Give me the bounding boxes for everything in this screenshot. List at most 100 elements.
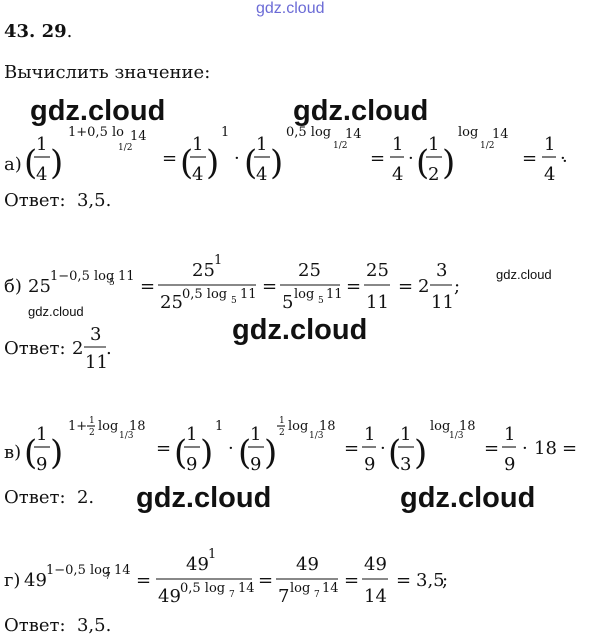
svg-text:1: 1 — [89, 416, 95, 426]
svg-text:·: · — [380, 438, 386, 459]
svg-text:25: 25 — [160, 292, 183, 313]
svg-text:=: = — [396, 570, 411, 591]
svg-text:11: 11 — [240, 287, 257, 302]
svg-text:7: 7 — [314, 590, 320, 600]
watermark: gdz.cloud — [293, 95, 429, 127]
svg-text:49: 49 — [186, 554, 209, 575]
svg-text:1: 1 — [214, 253, 222, 268]
svg-text:4: 4 — [36, 164, 47, 185]
svg-text:14: 14 — [238, 581, 255, 596]
part-letter-a: а) — [4, 154, 22, 175]
svg-text:): ) — [200, 433, 213, 473]
svg-text:1: 1 — [208, 547, 216, 562]
svg-text:11: 11 — [366, 292, 389, 313]
svg-text:25: 25 — [192, 260, 215, 281]
svg-text:log: log — [458, 125, 478, 140]
svg-text:1: 1 — [221, 125, 229, 140]
svg-text:1: 1 — [392, 134, 403, 155]
svg-text:): ) — [206, 143, 219, 183]
svg-text:18: 18 — [459, 419, 476, 434]
svg-text:(: ( — [180, 143, 193, 183]
svg-text:=: = — [522, 148, 537, 169]
answer-v: Ответ: 2. — [4, 487, 95, 508]
svg-text:11: 11 — [118, 269, 135, 284]
svg-text:1/3: 1/3 — [119, 431, 134, 441]
svg-text:1: 1 — [544, 134, 555, 155]
svg-text:14: 14 — [345, 127, 362, 142]
svg-text:·: · — [522, 438, 528, 459]
svg-text:49: 49 — [364, 554, 387, 575]
svg-text:3: 3 — [436, 260, 447, 281]
svg-text:;: ; — [442, 570, 448, 591]
svg-text:1/3: 1/3 — [309, 431, 324, 441]
svg-text:1: 1 — [36, 424, 47, 445]
part-letter-g: г) — [4, 570, 20, 591]
svg-text:5: 5 — [318, 296, 324, 306]
svg-text:=: = — [344, 570, 359, 591]
svg-text:0,5 log: 0,5 log — [180, 581, 225, 596]
svg-text:1: 1 — [279, 416, 285, 426]
svg-text:1+0,5 lo: 1+0,5 lo — [68, 125, 124, 140]
svg-text:2: 2 — [418, 276, 429, 297]
svg-text:log: log — [290, 581, 310, 596]
answer-a: Ответ: 3,5. — [4, 190, 112, 211]
svg-text:11: 11 — [326, 287, 343, 302]
svg-text:(: ( — [244, 143, 257, 183]
equation-a-tail-group: · — [0, 118, 589, 213]
svg-text:=: = — [136, 570, 151, 591]
svg-text:=: = — [140, 276, 155, 297]
svg-text:1: 1 — [186, 424, 197, 445]
svg-text:25: 25 — [28, 276, 51, 297]
equation-v: в) ( 1 9 ) 1+ 1 2 log 1/3 18 = ( 1 9 ) 1… — [0, 412, 589, 487]
watermark: gdz.cloud — [496, 267, 552, 282]
watermark: gdz.cloud — [400, 482, 536, 514]
svg-text:(: ( — [238, 433, 251, 473]
answer-b: Ответ: 2 3 11 . — [0, 320, 140, 381]
svg-text:(: ( — [174, 433, 187, 473]
svg-text:=: = — [162, 148, 177, 169]
svg-text:1: 1 — [504, 424, 515, 445]
svg-text:(: ( — [388, 433, 401, 473]
svg-text:log: log — [430, 419, 450, 434]
svg-text:1: 1 — [250, 424, 261, 445]
svg-text:4: 4 — [256, 164, 267, 185]
svg-text:(: ( — [416, 143, 429, 183]
svg-text:14: 14 — [130, 129, 147, 144]
svg-text:4: 4 — [544, 164, 555, 185]
svg-text:49: 49 — [158, 586, 181, 607]
svg-text:3: 3 — [400, 454, 411, 475]
answer-label: Ответ: — [4, 190, 66, 211]
svg-text:5: 5 — [282, 292, 293, 313]
svg-text:25: 25 — [298, 260, 321, 281]
svg-text:): ) — [270, 143, 283, 183]
svg-text:1/2: 1/2 — [118, 143, 132, 153]
svg-text:=: = — [346, 276, 361, 297]
svg-text:.: . — [106, 338, 112, 359]
watermark: gdz.cloud — [136, 482, 272, 514]
svg-text:;: ; — [454, 276, 460, 297]
svg-text:1: 1 — [364, 424, 375, 445]
svg-text:9: 9 — [186, 454, 197, 475]
svg-text:): ) — [414, 433, 427, 473]
svg-text:14: 14 — [364, 586, 387, 607]
svg-text:11: 11 — [85, 352, 108, 373]
answer-g: Ответ: 3,5. — [4, 615, 112, 636]
svg-text:3: 3 — [90, 324, 101, 345]
svg-text:49: 49 — [296, 554, 319, 575]
svg-text:1/2: 1/2 — [480, 141, 494, 151]
svg-text:18: 18 — [534, 438, 557, 459]
svg-text:=: = — [484, 438, 499, 459]
svg-text:): ) — [442, 143, 455, 183]
svg-text:1/3: 1/3 — [449, 431, 464, 441]
svg-text:18: 18 — [319, 419, 336, 434]
svg-text:1−0,5 log: 1−0,5 log — [50, 269, 114, 284]
svg-text:14: 14 — [114, 563, 131, 578]
svg-text:=: = — [370, 148, 385, 169]
svg-text:=: = — [398, 276, 413, 297]
svg-text:1: 1 — [192, 134, 203, 155]
svg-text:1/2: 1/2 — [333, 141, 347, 151]
svg-text:9: 9 — [250, 454, 261, 475]
answer-label: Ответ: — [4, 338, 66, 359]
svg-text:=: = — [258, 570, 273, 591]
svg-text:(: ( — [24, 433, 37, 473]
